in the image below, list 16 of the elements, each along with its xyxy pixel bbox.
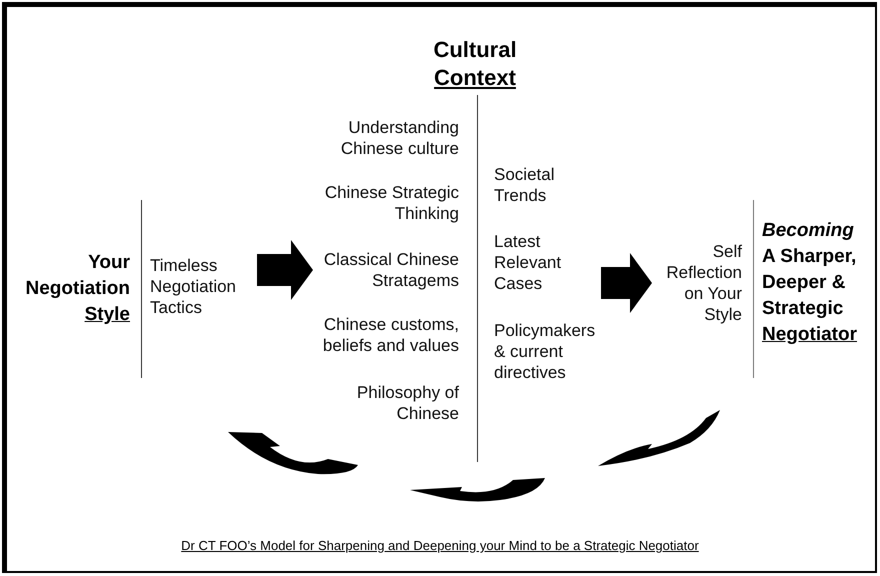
block-arrow [601, 253, 652, 313]
heading-text: Cultural Context [405, 36, 545, 92]
topic-text: Self Reflection on Your Style [652, 241, 742, 325]
block-arrow [257, 240, 313, 300]
caption: Dr CT FOO’s Model for Sharpening and Deepening your Mind to be a Strategic Negotiator [181, 538, 699, 553]
heading-text: Your Negotiation Style [8, 250, 130, 328]
topic-text: Chinese customs, beliefs and values [305, 314, 459, 356]
topic-text: Policymakers & current directives [494, 320, 604, 383]
topic-text: Timeless Negotiation Tactics [150, 255, 255, 318]
topic-text: Understanding Chinese culture [319, 117, 459, 159]
topic-text: Latest Relevant Cases [494, 231, 599, 294]
topic-text: Classical Chinese Stratagems [313, 249, 459, 291]
topic-text: Philosophy of Chinese [329, 382, 459, 424]
heading-text: Becoming A Sharper, Deeper & Strategic Negotiator [762, 218, 870, 348]
topic-text: Chinese Strategic Thinking [313, 182, 459, 224]
topic-text: Societal Trends [494, 164, 599, 206]
